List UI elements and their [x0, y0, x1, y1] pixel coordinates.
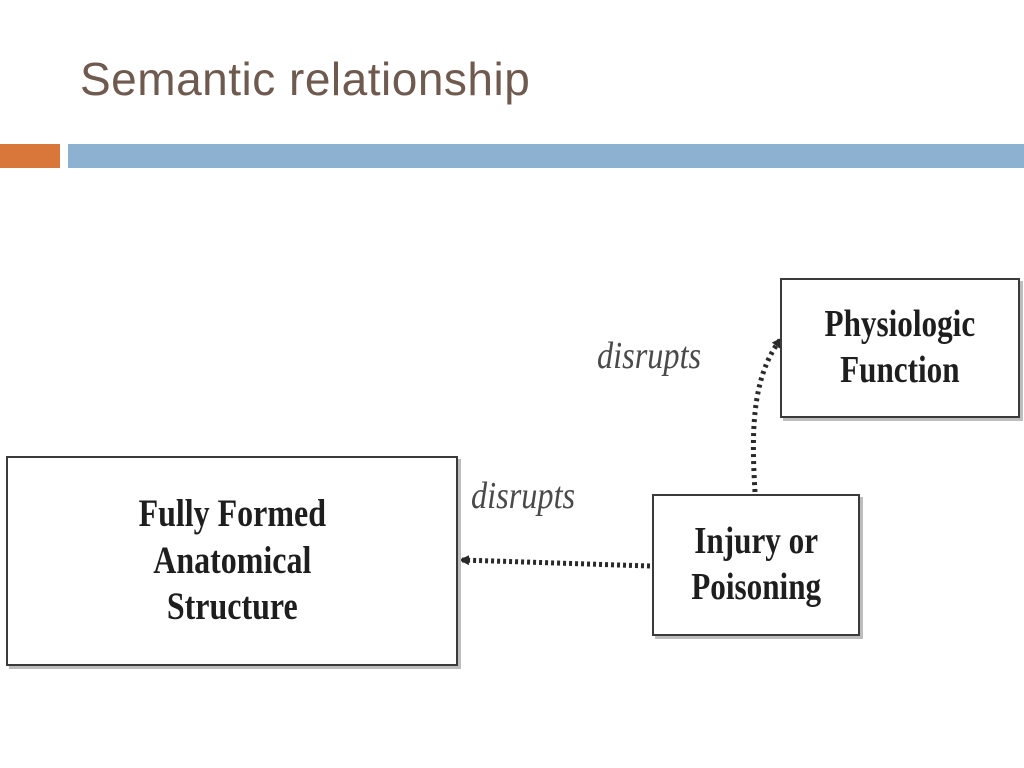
node-injury-or-poisoning-label: Injury or Poisoning [691, 520, 821, 608]
node-anatomical-structure-label: Fully Formed Anatomical Structure [138, 491, 326, 629]
arrow-injury-to-anatomical [459, 555, 651, 569]
title-accent-bar-orange [0, 144, 60, 168]
edge-label-disrupts-top: disrupts [597, 335, 702, 377]
node-physiologic-function: Physiologic Function [780, 278, 1020, 418]
slide-title: Semantic relationship [80, 53, 531, 105]
arrow-injury-to-physiologic [750, 337, 783, 493]
node-injury-or-poisoning: Injury or Poisoning [652, 494, 860, 636]
node-anatomical-structure: Fully Formed Anatomical Structure [6, 456, 458, 666]
edge-label-disrupts-left: disrupts [471, 475, 576, 517]
title-accent-bar-blue [68, 144, 1024, 168]
node-physiologic-function-label: Physiologic Function [824, 303, 976, 391]
